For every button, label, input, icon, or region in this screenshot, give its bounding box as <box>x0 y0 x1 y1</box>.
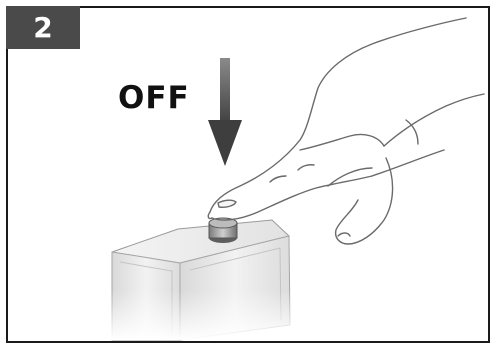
step-number-badge: 2 <box>6 6 80 49</box>
push-button-illustration <box>209 218 237 243</box>
device-box-illustration <box>106 220 296 340</box>
pointing-hand-illustration <box>208 18 484 244</box>
off-label: OFF <box>118 80 190 116</box>
down-arrow-icon <box>208 58 242 166</box>
